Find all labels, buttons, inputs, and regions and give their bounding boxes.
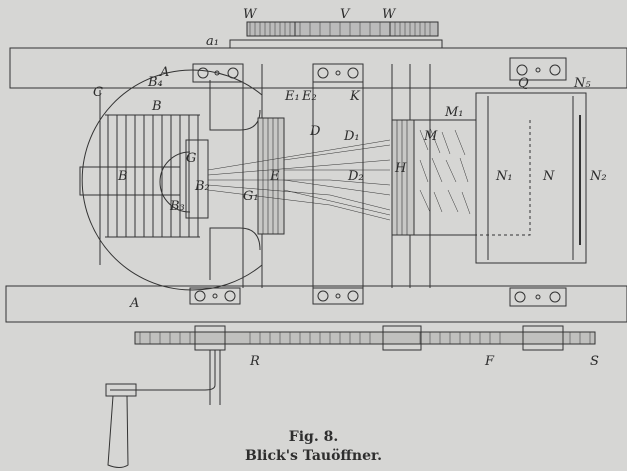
label-e1: E₁: [284, 89, 300, 104]
label-c: C: [93, 85, 103, 100]
figure-number: Fig. 8.: [288, 429, 339, 445]
fiber-strand: [207, 139, 391, 221]
label-s: S: [590, 354, 599, 369]
label-a-bottom: A: [129, 296, 139, 311]
label-h: H: [394, 161, 407, 176]
label-w-left: W: [243, 7, 258, 22]
frame-bar-bottom: [5, 285, 627, 323]
label-r: R: [249, 354, 260, 369]
label-b1: B: [151, 99, 162, 114]
label-m: M: [423, 129, 438, 144]
label-d: D: [309, 124, 321, 139]
label-d2: D₂: [347, 169, 364, 184]
drum-circle: [81, 69, 263, 291]
label-n1: N₁: [495, 169, 513, 184]
label-b: B: [117, 169, 128, 184]
label-f: F: [484, 354, 495, 369]
label-g1: G₁: [243, 189, 259, 204]
roller-g: [257, 117, 285, 235]
label-k: K: [349, 89, 361, 104]
gear-rack: [134, 331, 596, 345]
gear-w-right: [389, 21, 439, 37]
bearing-block-2: [312, 63, 364, 83]
label-a-top: A: [159, 65, 169, 80]
label-e: E: [269, 169, 280, 184]
figure-title: Blick's Tauöffner.: [245, 448, 382, 464]
gear-w-left: [246, 21, 296, 37]
label-e2: E₂: [301, 89, 317, 104]
label-n: N: [542, 169, 555, 184]
label-w-right: W: [382, 7, 397, 22]
label-a1: a₁: [206, 34, 219, 49]
label-v: V: [340, 7, 351, 22]
label-m1: M₁: [444, 105, 464, 120]
gear-plate-top: [229, 39, 443, 49]
label-q: Q: [518, 76, 529, 91]
label-g: G: [186, 151, 196, 166]
bearing-block-3: [509, 57, 567, 81]
label-b4: B₄: [147, 75, 163, 90]
coil: [105, 114, 200, 238]
label-n5: N₅: [573, 76, 591, 91]
label-b3: B₃: [169, 199, 185, 214]
box-n: [475, 92, 587, 264]
roller-n: [391, 119, 415, 236]
label-n2: N₂: [589, 169, 607, 184]
bearing-block-5: [312, 287, 364, 305]
label-d1: D₁: [343, 129, 360, 144]
crank-handle: [105, 350, 221, 468]
bearing-block-6: [509, 287, 567, 307]
label-b2: B₂: [194, 179, 210, 194]
bearing-block-4: [189, 287, 241, 305]
